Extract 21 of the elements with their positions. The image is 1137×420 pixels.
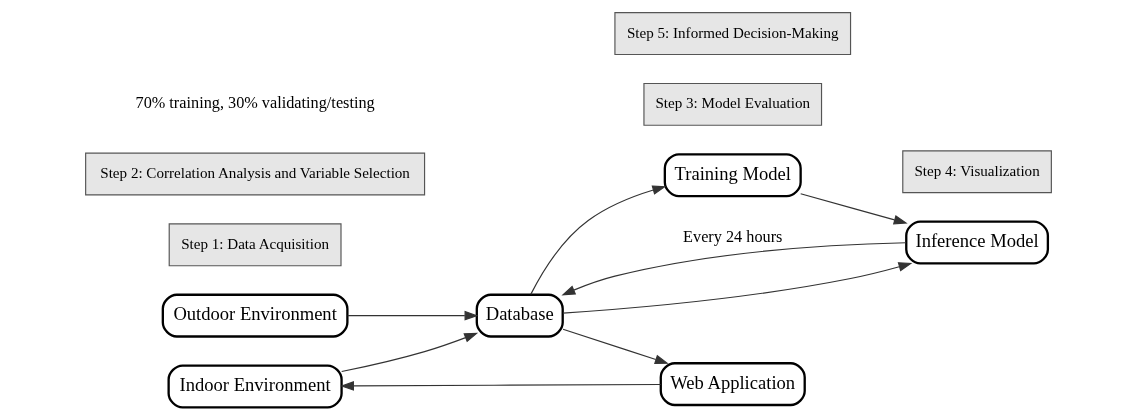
node-box: Step 4: Visualization [902,150,1052,194]
arrow [347,310,479,321]
node-box: Step 3: Model Evaluation [643,82,823,126]
arrow [340,381,662,391]
node-box: Step 1: Data Acquisition [168,223,342,267]
label: 70% training, 30% validating/testing [135,93,375,112]
node-box: Step 2: Correlation Analysis and Variable Selection [85,152,426,196]
arrow [800,193,908,225]
node-box: Web Application [659,362,806,407]
node-box: Step 5: Informed Decision-Making [614,12,852,56]
arrow [562,328,669,364]
edge-label: Every 24 hours [683,227,783,246]
arrow [530,185,667,295]
node-box: Training Model [663,153,802,198]
node-box: Database [475,293,564,338]
arrow [341,332,479,373]
node-box: Inference Model [905,220,1050,265]
node-box: Indoor Environment [167,364,343,409]
node-box: Outdoor Environment [161,293,349,338]
arrow [562,262,913,314]
arrow [561,242,907,296]
